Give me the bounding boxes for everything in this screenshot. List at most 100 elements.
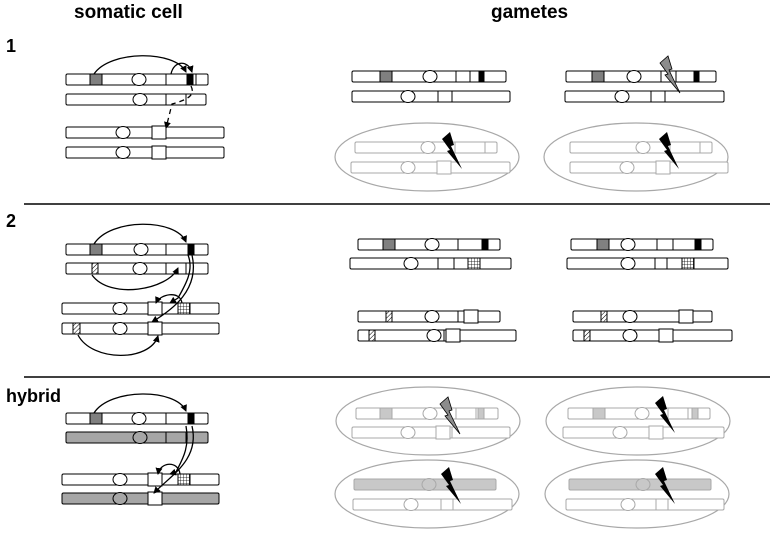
chromosome	[570, 238, 714, 251]
centromere	[421, 478, 437, 491]
lightning-bolt-icon	[659, 132, 679, 169]
chromosome	[351, 426, 511, 439]
transposition-arrow	[155, 463, 181, 475]
centromere	[620, 257, 636, 270]
centromere	[634, 407, 650, 420]
band-hatch	[91, 262, 99, 275]
band-hatch	[385, 310, 393, 323]
band-dark	[379, 407, 393, 420]
band-black	[477, 407, 485, 420]
band-hatch	[583, 329, 591, 342]
band-hatch	[72, 322, 81, 335]
centromere	[400, 426, 416, 439]
band-box	[648, 425, 664, 440]
centromere	[112, 322, 128, 335]
chromosome	[562, 426, 725, 439]
centromere	[420, 141, 436, 154]
centromere	[422, 407, 438, 420]
transposition-arrow	[77, 334, 160, 356]
band-dark	[596, 238, 610, 251]
band-dark	[592, 407, 606, 420]
band-box	[147, 301, 163, 316]
band-hatch	[600, 310, 608, 323]
band-box	[151, 145, 167, 160]
band-dark	[89, 243, 103, 256]
band-black	[694, 238, 702, 251]
band-dark	[591, 70, 605, 83]
band-box	[658, 328, 674, 343]
centromere	[620, 498, 636, 511]
centromere	[620, 238, 636, 251]
chromosome	[61, 473, 220, 486]
transposition-arrow	[153, 425, 194, 494]
centromere	[400, 90, 416, 103]
lightning-bolt-icon	[655, 467, 675, 504]
lightning-bolt-icon	[442, 132, 462, 169]
band-hatch	[368, 329, 376, 342]
transposition-arrow	[93, 223, 187, 245]
transposition-arrow	[93, 55, 187, 75]
band-black	[693, 70, 700, 83]
centromere	[112, 302, 128, 315]
lightning-bolt-icon	[659, 55, 681, 94]
band-box	[445, 328, 461, 343]
band-black	[187, 412, 195, 425]
centromere	[424, 238, 440, 251]
centromere	[622, 310, 638, 323]
band-grid	[467, 257, 481, 270]
centromere	[635, 478, 651, 491]
band-box	[147, 321, 163, 336]
band-grid	[681, 257, 695, 270]
row-label-hybrid: hybrid	[6, 386, 62, 406]
cell-outline	[336, 291, 520, 359]
transposition-arrow	[170, 62, 194, 75]
centromere	[132, 431, 148, 444]
chromosome	[566, 257, 729, 270]
transposition-arrow	[155, 294, 183, 304]
lightning-bolt-icon	[441, 467, 461, 504]
chromosome	[65, 126, 225, 139]
centromere	[132, 93, 148, 106]
band-box	[147, 472, 163, 487]
centromere	[426, 329, 442, 342]
centromere	[112, 473, 128, 486]
cell-outline	[546, 52, 730, 120]
centromere	[115, 126, 131, 139]
chromosome	[61, 302, 220, 315]
cell-outline	[32, 378, 236, 544]
transposition-arrow	[169, 254, 191, 304]
chromosome	[352, 498, 513, 511]
header-gametes: gametes	[491, 2, 569, 23]
centromere	[115, 146, 131, 159]
chromosome	[65, 146, 225, 159]
centromere	[131, 73, 147, 86]
cell-outline	[334, 122, 520, 192]
centromere	[619, 161, 635, 174]
chromosome	[350, 161, 511, 174]
band-black	[478, 70, 485, 83]
centromere	[626, 70, 642, 83]
cell-outline	[336, 52, 520, 120]
centromere	[612, 426, 628, 439]
band-grid	[177, 473, 191, 486]
centromere	[131, 412, 147, 425]
band-box	[436, 160, 452, 175]
row-label-1: 1	[6, 36, 17, 56]
centromere	[133, 243, 149, 256]
transposition-arrow	[164, 85, 193, 129]
lightning-bolt-icon	[439, 396, 461, 435]
transposition-arrow	[151, 254, 195, 323]
chromosome	[569, 161, 729, 174]
chromosome	[572, 329, 733, 342]
centromere	[132, 262, 148, 275]
band-box	[678, 309, 694, 324]
band-box	[655, 160, 671, 175]
chromosome	[61, 322, 220, 335]
band-dark	[89, 73, 103, 86]
band-black	[691, 407, 699, 420]
lightning-bolt-icon	[655, 396, 675, 433]
row-label-2: 2	[6, 211, 17, 231]
chromosome	[351, 90, 511, 103]
centromere	[403, 498, 419, 511]
